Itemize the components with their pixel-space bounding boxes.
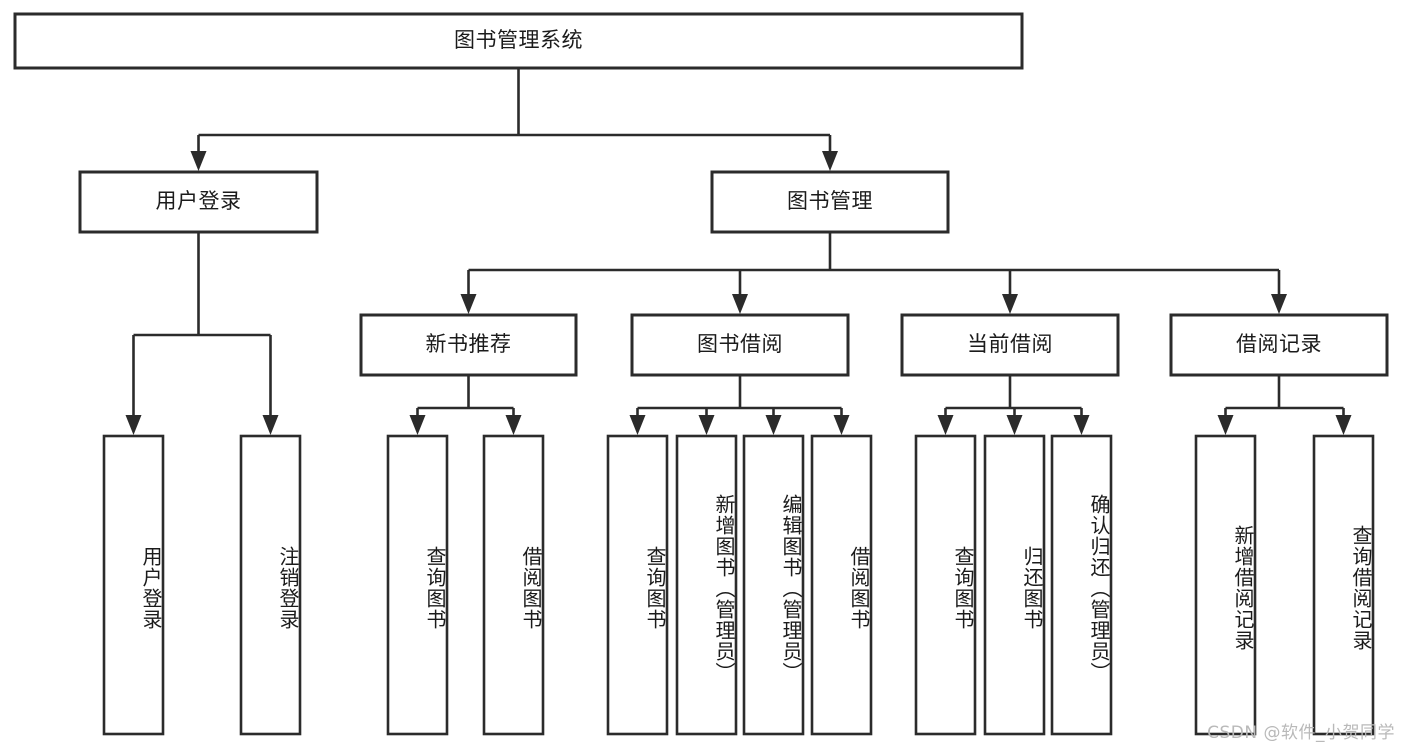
arrow-head-icon bbox=[1271, 294, 1287, 314]
node-add-borrow-record[interactable] bbox=[1196, 436, 1255, 734]
arrow-head-icon bbox=[1002, 294, 1018, 314]
arrow-head-icon bbox=[505, 415, 522, 435]
arrow-head-icon bbox=[1335, 415, 1352, 435]
node-book-borrow[interactable] bbox=[632, 315, 848, 375]
node-box-new-book-recommend[interactable] bbox=[359, 313, 578, 377]
node-box-root[interactable] bbox=[13, 12, 1024, 70]
node-box-query-book-3[interactable] bbox=[914, 434, 977, 736]
node-box-return-book[interactable] bbox=[983, 434, 1046, 736]
node-return-book[interactable] bbox=[985, 436, 1044, 734]
arrow-head-icon bbox=[732, 294, 748, 314]
node-edit-book-admin[interactable] bbox=[744, 436, 803, 734]
node-borrow-record[interactable] bbox=[1171, 315, 1387, 375]
node-layer bbox=[13, 12, 1389, 736]
node-box-query-book-2[interactable] bbox=[606, 434, 669, 736]
node-query-borrow-record[interactable] bbox=[1314, 436, 1373, 734]
node-box-borrow-record[interactable] bbox=[1169, 313, 1389, 377]
node-query-book-3[interactable] bbox=[916, 436, 975, 734]
node-user-logout[interactable] bbox=[241, 436, 300, 734]
watermark-text: CSDN @软件_小贺同学 bbox=[1207, 723, 1395, 743]
arrow-head-icon bbox=[190, 151, 207, 171]
node-new-book-recommend[interactable] bbox=[361, 315, 576, 375]
node-add-book-admin[interactable] bbox=[677, 436, 736, 734]
arrow-head-icon bbox=[833, 415, 850, 435]
arrow-head-icon bbox=[937, 415, 954, 435]
node-box-confirm-return-admin[interactable] bbox=[1050, 434, 1113, 736]
node-box-borrow-book-1[interactable] bbox=[482, 434, 545, 736]
node-box-user-login-do[interactable] bbox=[102, 434, 165, 736]
node-book-manage[interactable] bbox=[712, 172, 948, 232]
node-box-book-borrow[interactable] bbox=[630, 313, 850, 377]
node-box-query-borrow-record[interactable] bbox=[1312, 434, 1375, 736]
node-current-borrow[interactable] bbox=[902, 315, 1118, 375]
connector-layer bbox=[125, 68, 1352, 435]
node-box-edit-book-admin[interactable] bbox=[742, 434, 805, 736]
node-box-user-logout[interactable] bbox=[239, 434, 302, 736]
node-box-add-book-admin[interactable] bbox=[675, 434, 738, 736]
arrow-head-icon bbox=[125, 415, 142, 435]
node-box-query-book-1[interactable] bbox=[386, 434, 449, 736]
node-box-user-login[interactable] bbox=[78, 170, 319, 234]
arrow-head-icon bbox=[409, 415, 426, 435]
node-query-book-1[interactable] bbox=[388, 436, 447, 734]
arrow-head-icon bbox=[765, 415, 782, 435]
node-confirm-return-admin[interactable] bbox=[1052, 436, 1111, 734]
arrow-head-icon bbox=[1217, 415, 1234, 435]
arrow-head-icon bbox=[460, 294, 477, 314]
arrow-head-icon bbox=[262, 415, 279, 435]
node-query-book-2[interactable] bbox=[608, 436, 667, 734]
node-box-current-borrow[interactable] bbox=[900, 313, 1120, 377]
arrow-head-icon bbox=[822, 151, 838, 171]
node-borrow-book-2[interactable] bbox=[812, 436, 871, 734]
arrow-head-icon bbox=[698, 415, 715, 435]
node-box-book-manage[interactable] bbox=[710, 170, 950, 234]
node-user-login-do[interactable] bbox=[104, 436, 163, 734]
node-root[interactable] bbox=[15, 14, 1022, 68]
arrow-head-icon bbox=[1073, 415, 1090, 435]
arrow-head-icon bbox=[1006, 415, 1023, 435]
node-box-borrow-book-2[interactable] bbox=[810, 434, 873, 736]
node-box-add-borrow-record[interactable] bbox=[1194, 434, 1257, 736]
node-borrow-book-1[interactable] bbox=[484, 436, 543, 734]
node-user-login[interactable] bbox=[80, 172, 317, 232]
arrow-head-icon bbox=[629, 415, 646, 435]
